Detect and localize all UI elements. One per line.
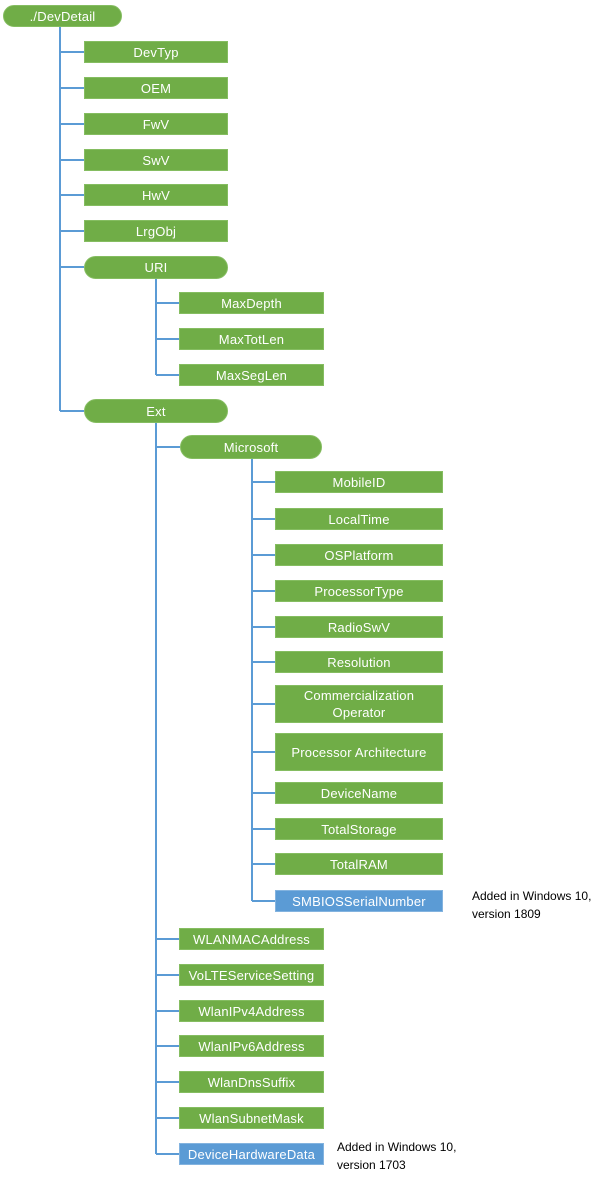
node-wlandnssuffix: WlanDnsSuffix [179, 1071, 324, 1093]
node-wlanipv4address: WlanIPv4Address [179, 1000, 324, 1022]
node-ext: Ext [84, 399, 228, 423]
node-resolution: Resolution [275, 651, 443, 673]
node-voltservicesetting: VoLTEServiceSetting [179, 964, 324, 986]
node-processortype: ProcessorType [275, 580, 443, 602]
node-localtime: LocalTime [275, 508, 443, 530]
node-devicename: DeviceName [275, 782, 443, 804]
node-swv: SwV [84, 149, 228, 171]
node-maxdepth: MaxDepth [179, 292, 324, 314]
node-commercialization-operator: Commercialization Operator [275, 685, 443, 723]
node-uri: URI [84, 256, 228, 279]
node-devtyp: DevTyp [84, 41, 228, 63]
node-mobileid: MobileID [275, 471, 443, 493]
node-maxtotlen: MaxTotLen [179, 328, 324, 350]
annotation-devicehardwaredata-version: Added in Windows 10, version 1703 [337, 1140, 457, 1172]
node-lrgobj: LrgObj [84, 220, 228, 242]
node-smbiosserialnumber: SMBIOSSerialNumber [275, 890, 443, 912]
node-wlansubnetmask: WlanSubnetMask [179, 1107, 324, 1129]
node-fwv: FwV [84, 113, 228, 135]
node-wlanmacaddress: WLANMACAddress [179, 928, 324, 950]
node-devdetail: ./DevDetail [3, 5, 122, 27]
node-devicehardwaredata: DeviceHardwareData [179, 1143, 324, 1165]
node-maxseglen: MaxSegLen [179, 364, 324, 386]
node-processor-architecture: Processor Architecture [275, 733, 443, 771]
node-totalstorage: TotalStorage [275, 818, 443, 840]
node-wlanipv6address: WlanIPv6Address [179, 1035, 324, 1057]
node-microsoft: Microsoft [180, 435, 322, 459]
node-oem: OEM [84, 77, 228, 99]
node-totalram: TotalRAM [275, 853, 443, 875]
node-radioswv: RadioSwV [275, 616, 443, 638]
node-osplatform: OSPlatform [275, 544, 443, 566]
annotation-smbiosserialnumber-version: Added in Windows 10, version 1809 [472, 889, 592, 921]
node-hwv: HwV [84, 184, 228, 206]
